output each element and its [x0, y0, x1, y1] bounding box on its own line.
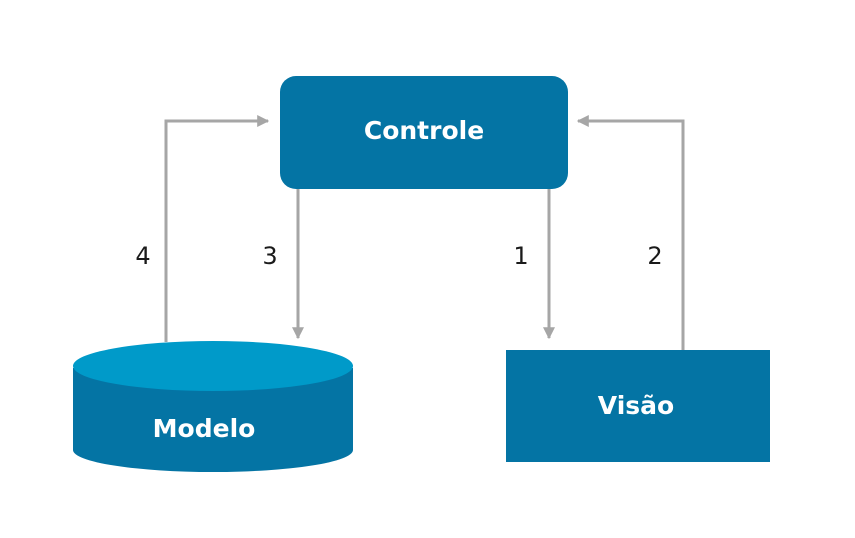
arrow-3-label: 3 [262, 242, 277, 270]
visao-box [506, 350, 770, 462]
modelo-cylinder-body [73, 368, 353, 472]
controle-node: Controle [280, 76, 568, 189]
visao-label: Visão [598, 391, 674, 420]
arrow-2-label: 2 [647, 242, 662, 270]
modelo-cylinder-top [73, 341, 353, 391]
modelo-label: Modelo [153, 414, 256, 443]
modelo-node: Modelo [73, 341, 353, 472]
arrow-2 [576, 115, 685, 350]
arrow-4 [164, 115, 270, 342]
arrow-1-label: 1 [513, 242, 528, 270]
controle-box [280, 76, 568, 189]
visao-node: Visão [506, 350, 770, 462]
controle-label: Controle [364, 116, 484, 145]
arrow-4-label: 4 [135, 242, 150, 270]
